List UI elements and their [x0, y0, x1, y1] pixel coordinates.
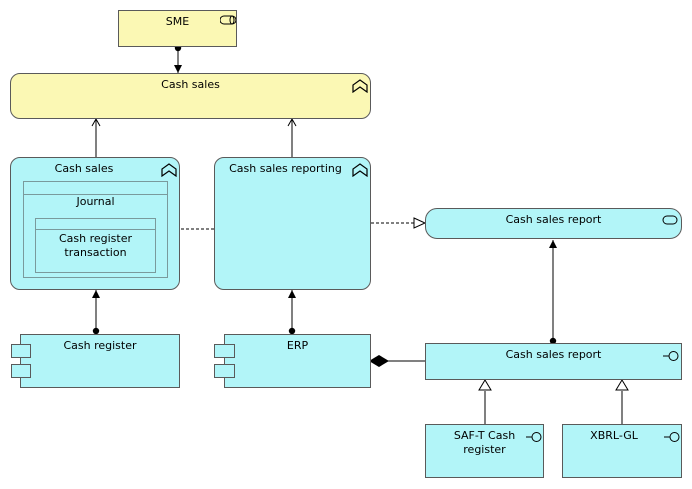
- node-cash-sales-application-label: Cash sales: [54, 162, 114, 175]
- node-cash-sales-business-label: Cash sales: [161, 78, 220, 91]
- node-erp-label: ERP: [286, 339, 309, 352]
- xbrl-specialization-triangle: [615, 379, 629, 391]
- node-cash-sales-report-service[interactable]: Cash sales report: [425, 208, 682, 239]
- application-interface-icon: [526, 432, 542, 442]
- node-journal[interactable]: Journal Cash register transaction: [23, 181, 168, 278]
- erp-component-tab-bottom: [214, 364, 235, 378]
- node-cash-sales-report-interface-label: Cash sales report: [505, 348, 602, 361]
- node-journal-label: Journal: [76, 195, 115, 208]
- node-cash-sales-reporting[interactable]: Cash sales reporting: [214, 157, 371, 290]
- transaction-header-divider: [36, 229, 155, 230]
- application-service-icon: [662, 215, 678, 225]
- node-cash-sales-report-interface[interactable]: Cash sales report: [425, 343, 682, 380]
- business-role-icon: [220, 15, 236, 25]
- node-saft-cash-register-label: SAF-T Cash register: [453, 429, 516, 456]
- application-function-icon: [352, 163, 368, 177]
- node-cash-register-label: Cash register: [63, 339, 137, 352]
- application-interface-icon: [664, 432, 680, 442]
- node-cash-sales-business-function[interactable]: Cash sales: [10, 73, 371, 119]
- link-interface-origin-dot: [549, 337, 557, 345]
- saft-specialization-triangle: [478, 379, 492, 391]
- link-erp-origin-dot: [288, 327, 296, 335]
- node-cash-register-component[interactable]: Cash register: [20, 334, 180, 388]
- application-function-icon: [161, 163, 177, 177]
- application-interface-icon: [663, 351, 679, 361]
- erp-component-tab-top: [214, 344, 235, 358]
- journal-header-divider: [24, 194, 167, 195]
- node-cash-register-transaction-label: Cash register transaction: [58, 232, 133, 259]
- business-function-icon: [352, 79, 368, 93]
- node-saft-cash-register[interactable]: SAF-T Cash register: [425, 424, 544, 478]
- link-cash-register-origin-dot: [92, 327, 100, 335]
- node-xbrl-gl-label: XBRL-GL: [590, 429, 638, 442]
- composition-diamond: [369, 355, 389, 367]
- node-cash-sales-reporting-label: Cash sales reporting: [229, 162, 342, 175]
- node-cash-register-transaction[interactable]: Cash register transaction: [35, 218, 156, 273]
- node-cash-sales-report-service-label: Cash sales report: [505, 213, 602, 226]
- cash-register-component-tab-bottom: [11, 364, 31, 378]
- node-sme-label: SME: [165, 15, 190, 28]
- node-sme[interactable]: SME: [118, 10, 237, 47]
- node-xbrl-gl[interactable]: XBRL-GL: [562, 424, 682, 478]
- node-cash-sales-application-function[interactable]: Cash sales Journal Cash register transac…: [10, 157, 180, 290]
- node-erp-component[interactable]: ERP: [224, 334, 371, 388]
- cash-register-component-tab-top: [11, 344, 31, 358]
